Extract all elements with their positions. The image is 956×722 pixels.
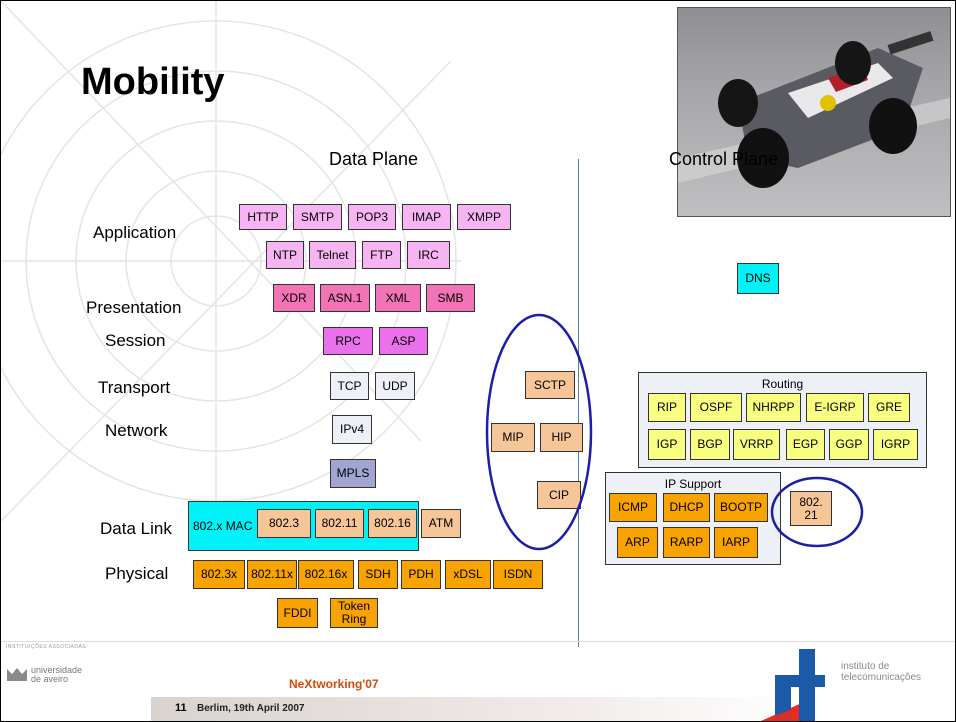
protocol-802-3x: 802.3x xyxy=(193,560,245,589)
protocol-udp: UDP xyxy=(375,372,415,400)
protocol-ntp: NTP xyxy=(266,241,304,269)
protocol-802-21: 802. 21 xyxy=(790,491,832,526)
protocol-ospf: OSPF xyxy=(690,393,742,422)
protocol-xdsl: xDSL xyxy=(445,560,491,589)
protocol-bootp: BOOTP xyxy=(714,493,768,522)
conference-name: NeXtworking'07 xyxy=(289,677,379,691)
protocol-rarp: RARP xyxy=(663,527,710,558)
protocol-pop3: POP3 xyxy=(348,204,396,230)
protocol-http: HTTP xyxy=(239,204,287,230)
protocol-atm: ATM xyxy=(421,509,461,538)
university-logo-icon xyxy=(6,666,28,682)
protocol-e-igrp: E-IGRP xyxy=(806,393,864,422)
protocol-dhcp: DHCP xyxy=(663,493,710,522)
protocol-cip: CIP xyxy=(537,481,581,509)
slide-date: Berlim, 19th April 2007 xyxy=(197,703,305,714)
institute-name-line1: instituto de xyxy=(841,661,890,672)
protocol-token-ring: Token Ring xyxy=(330,598,378,628)
protocol-rpc: RPC xyxy=(323,327,373,355)
institute-name-line2: telecomunicações xyxy=(841,672,922,683)
protocol-asn1: ASN.1 xyxy=(320,284,370,312)
university-name-line2: de aveiro xyxy=(31,674,69,684)
protocol-sdh: SDH xyxy=(358,560,398,589)
protocol-imap: IMAP xyxy=(402,204,451,230)
ip-support-label: IP Support xyxy=(664,477,722,491)
protocol-vrrp: VRRP xyxy=(733,429,780,460)
protocol-xdr: XDR xyxy=(273,284,315,312)
layer-data-link: Data Link xyxy=(100,519,172,538)
protocol-mac: 802.x MAC xyxy=(193,518,253,533)
protocol-asp: ASP xyxy=(379,327,428,355)
protocol-bgp: BGP xyxy=(690,429,730,460)
race-car-photo xyxy=(677,7,951,217)
footer-bar xyxy=(151,697,801,721)
protocol-ftp: FTP xyxy=(362,241,401,269)
associated-institutions-caption: INSTITUIÇÕES ASSOCIADAS: xyxy=(6,644,89,650)
control-plane-heading: Control Plane xyxy=(669,149,779,169)
protocol-dns: DNS xyxy=(737,263,779,294)
protocol-telnet: Telnet xyxy=(309,241,356,269)
protocol-mpls: MPLS xyxy=(330,459,376,488)
protocol-irc: IRC xyxy=(407,241,450,269)
protocol-smb: SMB xyxy=(426,284,475,312)
protocol-ggp: GGP xyxy=(829,429,869,460)
slide-number: 11 xyxy=(175,702,187,714)
protocol-802-11: 802.11 xyxy=(315,509,364,538)
protocol-nhrpp: NHRPP xyxy=(746,393,801,422)
protocol-xml: XML xyxy=(375,284,421,312)
protocol-icmp: ICMP xyxy=(609,493,657,522)
protocol-802-11x: 802.11x xyxy=(247,560,297,589)
protocol-fddi: FDDI xyxy=(277,598,318,628)
layer-transport: Transport xyxy=(98,378,171,397)
protocol-xmpp: XMPP xyxy=(457,204,511,230)
layer-application: Application xyxy=(93,223,177,242)
institute-logo-text: instituto de telecomunicações xyxy=(841,661,921,683)
protocol-mip: MIP xyxy=(491,423,535,452)
protocol-igrp: IGRP xyxy=(873,429,918,460)
protocol-igp: IGP xyxy=(648,429,686,460)
protocol-802-3: 802.3 xyxy=(257,509,311,538)
slide-title: Mobility xyxy=(81,61,225,103)
protocol-ipv4: IPv4 xyxy=(332,415,372,444)
layer-session: Session xyxy=(105,331,166,350)
university-name-line1: universidade xyxy=(31,665,83,675)
protocol-gre: GRE xyxy=(868,393,910,422)
protocol-hip: HIP xyxy=(540,423,583,452)
university-logo-text: universidade de aveiro xyxy=(31,666,82,684)
protocol-egp: EGP xyxy=(786,429,825,460)
protocol-802-16x: 802.16x xyxy=(298,560,354,589)
protocol-iarp: IARP xyxy=(714,527,758,558)
data-plane-heading: Data Plane xyxy=(329,149,419,169)
protocol-rip: RIP xyxy=(648,393,686,422)
footer-divider xyxy=(1,641,955,642)
layer-network: Network xyxy=(105,421,168,440)
protocol-802-16: 802.16 xyxy=(368,509,417,538)
protocol-pdh: PDH xyxy=(401,560,441,589)
layer-physical: Physical xyxy=(105,564,169,583)
protocol-sctp: SCTP xyxy=(525,371,575,399)
protocol-arp: ARP xyxy=(617,527,658,558)
routing-label: Routing xyxy=(761,377,804,391)
layer-presentation: Presentation xyxy=(86,298,182,317)
plane-divider xyxy=(578,159,579,647)
it-logo-icon xyxy=(761,649,825,721)
protocol-tcp: TCP xyxy=(330,372,369,400)
protocol-isdn: ISDN xyxy=(493,560,543,589)
protocol-smtp: SMTP xyxy=(293,204,342,230)
